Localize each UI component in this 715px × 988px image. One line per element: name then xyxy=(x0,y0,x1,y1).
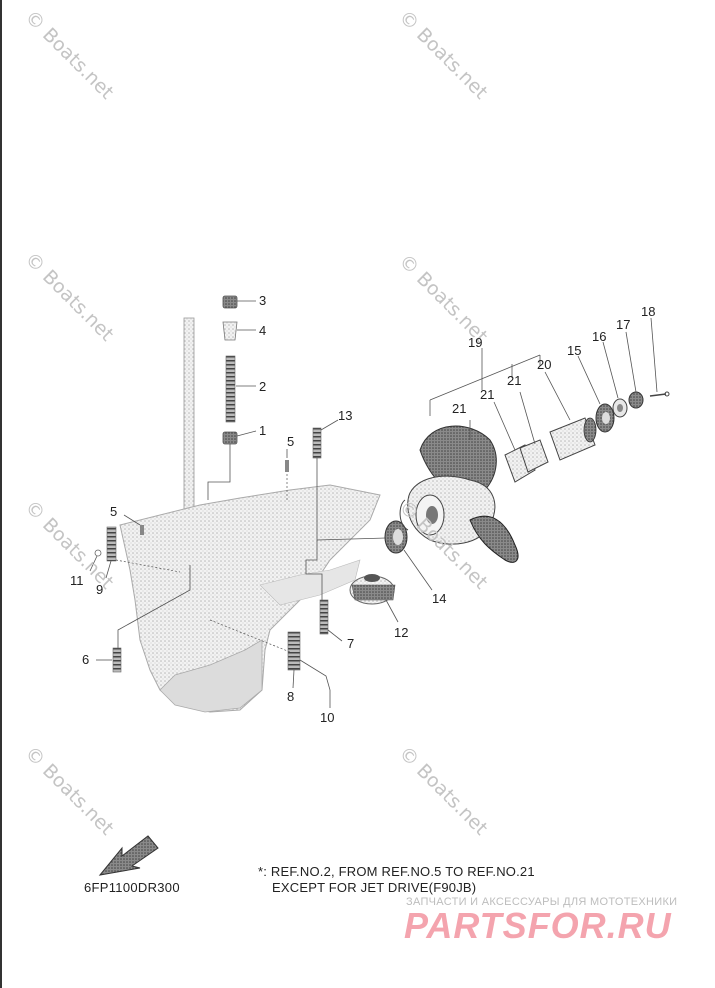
reference-note-line1: *: REF.NO.2, FROM REF.NO.5 TO REF.NO.21 xyxy=(258,864,535,879)
part-3-cap xyxy=(222,295,238,309)
callout-16: 16 xyxy=(592,329,607,344)
callout-21-a: 21 xyxy=(452,401,467,416)
diagram-code: 6FP1100DR300 xyxy=(84,880,180,895)
callout-5-center: 5 xyxy=(287,434,295,449)
part-7-bolt xyxy=(319,599,329,635)
part-6-bolt xyxy=(112,647,122,673)
callout-4: 4 xyxy=(259,323,267,338)
part-16-nut xyxy=(612,398,628,418)
callout-10: 10 xyxy=(320,710,335,725)
callout-17: 17 xyxy=(616,317,631,332)
callout-3: 3 xyxy=(259,293,267,308)
callout-20: 20 xyxy=(537,357,552,372)
callout-11: 11 xyxy=(70,573,84,588)
part-21-spacer-b xyxy=(519,439,549,473)
callout-18: 18 xyxy=(641,304,656,319)
part-15-washer xyxy=(595,403,615,433)
reference-note-line2: EXCEPT FOR JET DRIVE(F90JB) xyxy=(272,880,477,895)
callout-15: 15 xyxy=(567,343,582,358)
callout-21-c: 21 xyxy=(507,373,522,388)
part-12-trim-tab xyxy=(349,574,396,605)
callout-19-bracket xyxy=(429,348,541,416)
callout-7: 7 xyxy=(347,636,355,651)
callout-5-left: 5 xyxy=(110,504,118,519)
part-2-stud xyxy=(225,355,236,423)
part-11-washer xyxy=(94,549,102,557)
callout-12: 12 xyxy=(394,625,409,640)
part-14-thrust-washer xyxy=(384,520,408,554)
callout-6: 6 xyxy=(82,652,90,667)
front-arrow-icon xyxy=(98,835,159,876)
part-8-anode xyxy=(287,631,301,671)
part-17-nut xyxy=(628,391,644,409)
propeller xyxy=(399,425,519,563)
part-5-pin-left xyxy=(140,525,144,535)
callout-21-b: 21 xyxy=(480,387,495,402)
part-5-pin-center xyxy=(285,460,289,472)
shop-logo: PARTSFOR.RU xyxy=(404,905,672,946)
callout-13: 13 xyxy=(338,408,353,423)
part-4-seal xyxy=(222,321,238,341)
shop-tagline: ЗАПЧАСТИ И АКСЕССУАРЫ ДЛЯ МОТОТЕХНИКИ xyxy=(406,896,678,908)
lower-casing xyxy=(119,484,381,713)
part-1-nut xyxy=(222,431,238,445)
drive-shaft xyxy=(183,317,195,519)
callout-14: 14 xyxy=(432,591,447,606)
callout-19: 19 xyxy=(468,335,483,350)
part-18-cotter-pin xyxy=(649,391,670,397)
part-13-bolt xyxy=(312,427,322,459)
callout-8: 8 xyxy=(287,689,295,704)
part-9-bolt xyxy=(106,526,117,562)
callout-1: 1 xyxy=(259,423,267,438)
callout-9: 9 xyxy=(96,582,104,597)
part-20-thrust-hub xyxy=(549,417,597,461)
callout-2: 2 xyxy=(259,379,267,394)
